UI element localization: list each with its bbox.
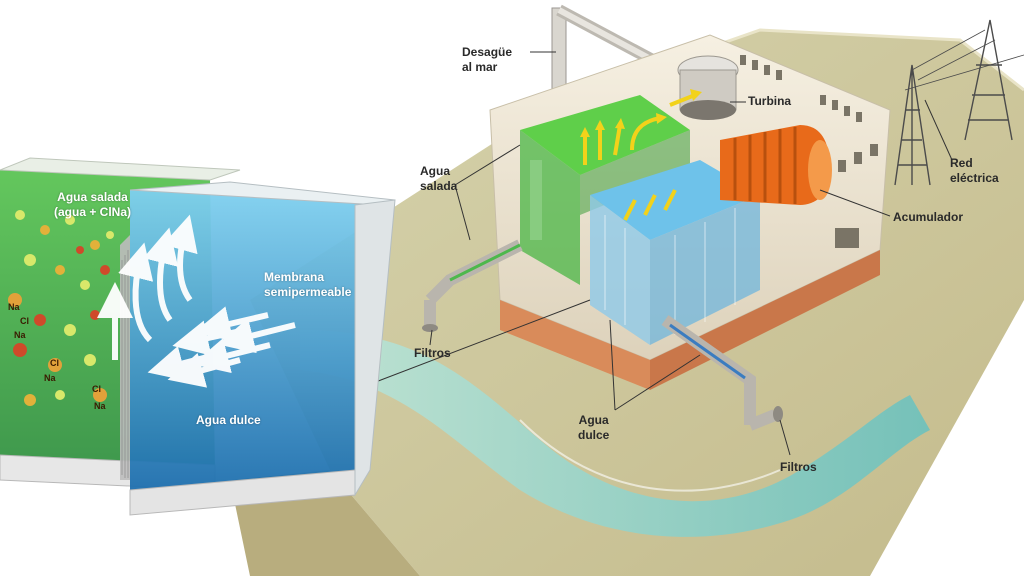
label-membrane: Membrana semipermeable bbox=[264, 270, 352, 299]
salt-molecules bbox=[8, 210, 114, 406]
label-tank-salt-water: Agua salada (agua + ClNa) bbox=[54, 190, 132, 219]
fresh-water-inlet-pipe bbox=[661, 315, 783, 431]
accumulator bbox=[720, 125, 832, 205]
power-towers bbox=[894, 19, 1024, 186]
ion-cl: Cl bbox=[92, 384, 101, 394]
salt-water-inlet-pipe bbox=[422, 239, 523, 332]
label-filters-left: Filtros bbox=[414, 346, 451, 360]
ion-cl: Cl bbox=[20, 316, 29, 326]
ion-cl: Cl bbox=[50, 358, 59, 368]
label-tank-fresh-water: Agua dulce bbox=[196, 413, 261, 427]
leader-lines bbox=[359, 51, 953, 456]
ion-na: Na bbox=[44, 373, 56, 383]
label-power-grid: Red eléctrica bbox=[950, 156, 999, 185]
ion-na: Na bbox=[8, 302, 20, 312]
osmosis-arrows bbox=[97, 214, 296, 388]
turbine bbox=[677, 55, 739, 120]
label-filters-right: Filtros bbox=[780, 460, 817, 474]
osmosis-tank-cutaway bbox=[0, 157, 396, 516]
plant-fresh-water-tank bbox=[590, 160, 760, 345]
sea-water bbox=[300, 330, 930, 537]
label-turbine: Turbina bbox=[748, 94, 792, 108]
ion-na: Na bbox=[14, 330, 26, 340]
label-plant-fresh-water: Agua dulce bbox=[578, 413, 610, 442]
label-plant-salt-water: Agua salada bbox=[420, 164, 458, 193]
ion-na: Na bbox=[94, 401, 106, 411]
label-accumulator: Acumulador bbox=[893, 210, 964, 224]
plant-salt-water-tank bbox=[520, 95, 690, 285]
label-drain-to-sea: Desagüe al mar bbox=[462, 45, 513, 74]
